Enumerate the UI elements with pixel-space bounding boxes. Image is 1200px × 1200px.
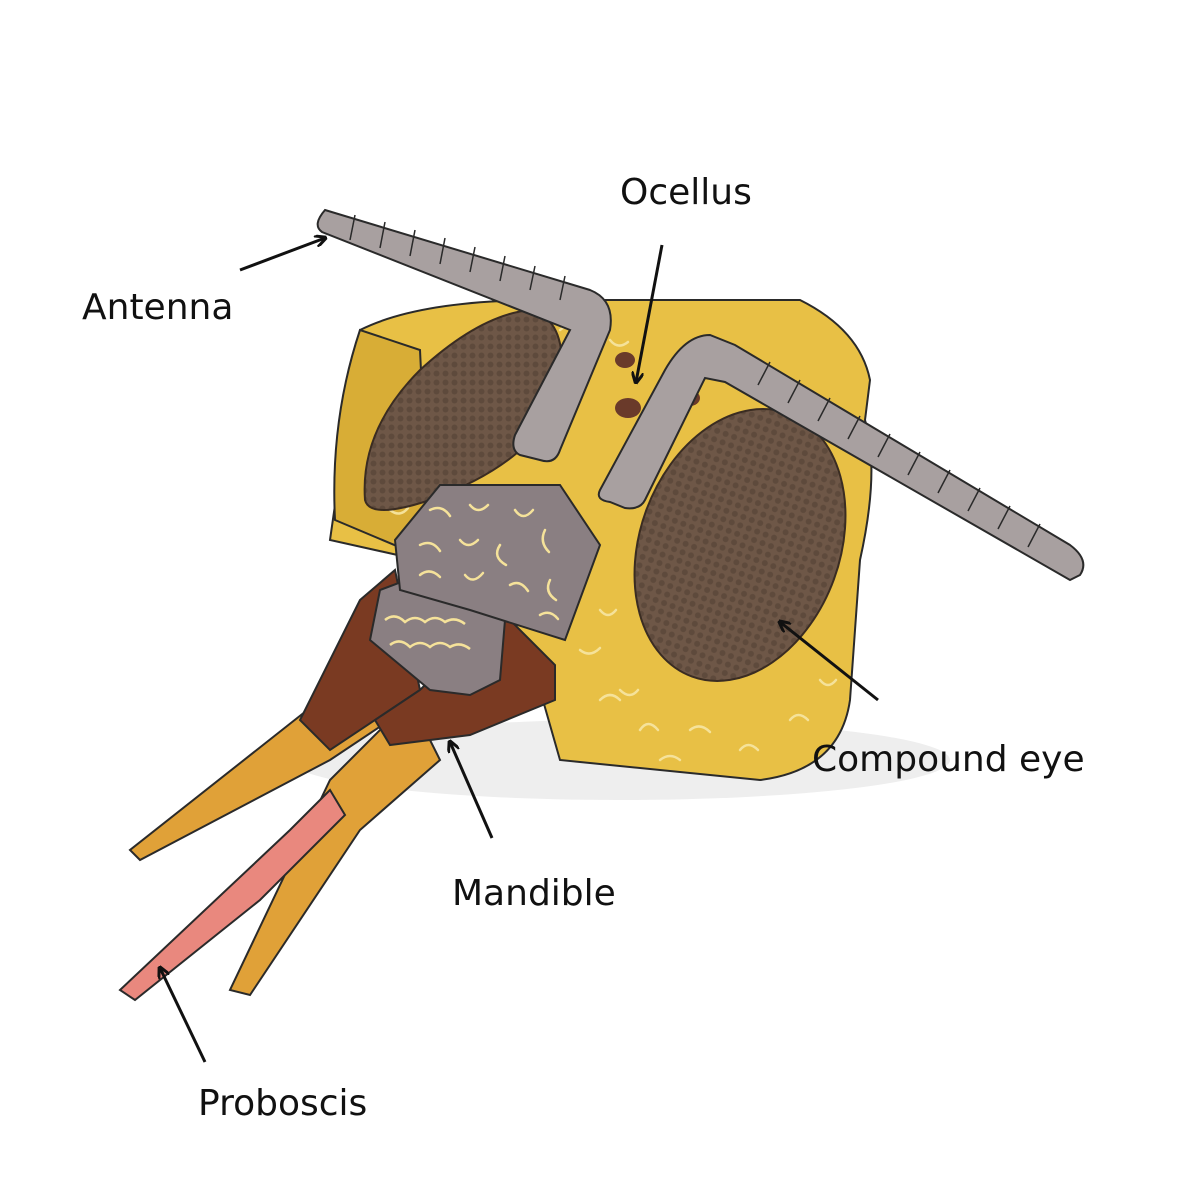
- compound-eye-label: Compound eye: [812, 739, 1085, 780]
- proboscis-arrow: [160, 968, 207, 1063]
- ocellus-arrow: [636, 244, 664, 382]
- clypeus-hairs: [418, 503, 560, 621]
- mandible-label: Mandible: [452, 873, 616, 914]
- mandible-arrow: [450, 742, 494, 839]
- right-antenna: [597, 333, 1085, 582]
- ocellus-label: Ocellus: [620, 172, 752, 213]
- left-antenna-segments: [349, 214, 566, 301]
- left-antenna: [316, 208, 612, 463]
- right-antenna-segments: [757, 361, 1041, 548]
- antenna-arrow: [239, 238, 325, 272]
- labrum-hairs: [384, 615, 471, 651]
- clypeus: [393, 484, 602, 642]
- right-mandible: [228, 698, 442, 997]
- proboscis-shape: [118, 788, 347, 1002]
- antenna-label: Antenna: [82, 287, 234, 328]
- proboscis-label: Proboscis: [198, 1083, 368, 1124]
- compound-eye-arrow: [780, 622, 879, 702]
